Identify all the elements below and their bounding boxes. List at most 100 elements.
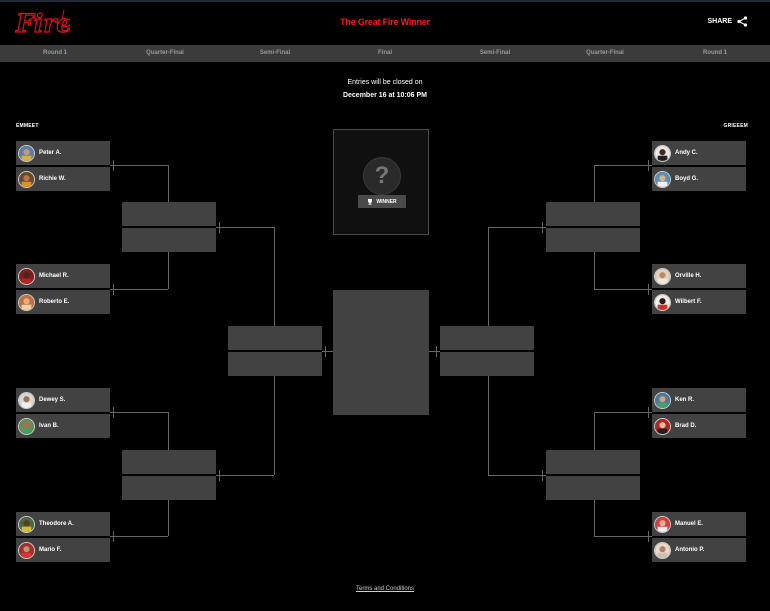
round-label-final: Final bbox=[377, 50, 392, 56]
player-slot[interactable]: Antonio P. bbox=[652, 538, 746, 562]
bracket-connector bbox=[274, 227, 275, 326]
player-name: Peter A. bbox=[39, 150, 62, 156]
bracket-connector bbox=[325, 346, 326, 357]
player-slot[interactable]: Ivan B. bbox=[16, 414, 110, 438]
quarterfinal-slot[interactable] bbox=[546, 450, 640, 474]
player-slot[interactable]: Ken R. bbox=[652, 388, 746, 412]
player-name: Richie W. bbox=[39, 176, 66, 182]
bracket-connector bbox=[542, 470, 543, 481]
bracket-connector bbox=[594, 500, 595, 536]
semifinal-slot[interactable] bbox=[228, 326, 322, 350]
player-avatar bbox=[18, 170, 35, 188]
player-avatar bbox=[654, 293, 671, 311]
bracket-connector bbox=[648, 284, 649, 295]
page-title: The Great Fire Winner bbox=[340, 17, 430, 27]
player-slot[interactable]: Brad D. bbox=[652, 414, 746, 438]
player-name: Wilbert F. bbox=[675, 299, 702, 305]
bracket-connector bbox=[110, 412, 168, 413]
closing-date: December 16 at 10:06 PM bbox=[342, 92, 428, 99]
bracket-connector bbox=[110, 536, 168, 537]
player-name: Orville H. bbox=[675, 273, 702, 279]
bracket-connector bbox=[219, 222, 220, 233]
terms-link[interactable]: Terms and Conditions bbox=[355, 586, 415, 592]
bracket-connector bbox=[594, 252, 595, 289]
bracket-connector bbox=[110, 165, 168, 166]
fire-logo[interactable]: Fire bbox=[14, 6, 70, 40]
team-left-label: EMMEET bbox=[16, 123, 39, 129]
semifinal-slot[interactable] bbox=[228, 352, 322, 376]
bracket-connector bbox=[110, 289, 168, 290]
player-slot[interactable]: Wilbert F. bbox=[652, 290, 746, 314]
player-name: Antonio P. bbox=[675, 547, 705, 553]
bracket-connector bbox=[274, 376, 275, 475]
player-name: Roberto E. bbox=[39, 299, 70, 305]
player-avatar bbox=[18, 144, 35, 162]
bracket-connector bbox=[168, 412, 169, 450]
team-right-label: GRIEEEM bbox=[723, 123, 748, 129]
closing-line: Entries will be closed on bbox=[347, 79, 423, 86]
round-label-sf-right: Semi-Final bbox=[479, 50, 511, 56]
player-name: Ken R. bbox=[675, 397, 695, 403]
player-slot[interactable]: Mario F. bbox=[16, 538, 110, 562]
player-name: Theodore A. bbox=[39, 521, 74, 527]
bracket-connector bbox=[113, 531, 114, 542]
bracket-connector bbox=[594, 536, 652, 537]
player-slot[interactable]: Michael R. bbox=[16, 264, 110, 288]
player-avatar bbox=[654, 170, 671, 188]
bracket-connector bbox=[488, 227, 546, 228]
bracket-connector bbox=[594, 412, 595, 450]
final-slot[interactable] bbox=[333, 290, 429, 415]
bracket-connector bbox=[594, 165, 652, 166]
player-slot[interactable]: Andy C. bbox=[652, 141, 746, 165]
round-label-sf-left: Semi-Final bbox=[259, 50, 291, 56]
bracket-connector bbox=[488, 227, 489, 326]
player-slot[interactable]: Roberto E. bbox=[16, 290, 110, 314]
bracket-connector bbox=[113, 160, 114, 171]
player-name: Mario F. bbox=[39, 547, 62, 553]
bracket-connector bbox=[216, 227, 274, 228]
player-avatar bbox=[18, 541, 35, 559]
logo-text: Fire bbox=[15, 9, 70, 38]
round-label-r1-right: Round 1 bbox=[703, 50, 727, 56]
winner-label: WINNER bbox=[376, 198, 397, 205]
player-slot[interactable]: Orville H. bbox=[652, 264, 746, 288]
player-slot[interactable]: Theodore A. bbox=[16, 512, 110, 536]
quarterfinal-slot[interactable] bbox=[122, 450, 216, 474]
player-slot[interactable]: Richie W. bbox=[16, 167, 110, 191]
bracket-connector bbox=[219, 470, 220, 481]
player-slot[interactable]: Peter A. bbox=[16, 141, 110, 165]
quarterfinal-slot[interactable] bbox=[122, 476, 216, 500]
winner-box: ? WINNER bbox=[333, 129, 429, 235]
quarterfinal-slot[interactable] bbox=[546, 476, 640, 500]
player-avatar bbox=[18, 391, 35, 409]
quarterfinal-slot[interactable] bbox=[122, 228, 216, 252]
quarterfinal-slot[interactable] bbox=[546, 228, 640, 252]
semifinal-slot[interactable] bbox=[440, 326, 534, 350]
bracket-connector bbox=[594, 165, 595, 202]
winner-badge: WINNER bbox=[358, 195, 406, 208]
share-button[interactable]: SHARE bbox=[707, 16, 748, 27]
quarterfinal-slot[interactable] bbox=[122, 202, 216, 226]
quarterfinal-slot[interactable] bbox=[546, 202, 640, 226]
player-name: Michael R. bbox=[39, 273, 69, 279]
player-avatar bbox=[18, 293, 35, 311]
round-bar: Round 1 Quarter-Final Semi-Final Final S… bbox=[0, 45, 770, 62]
bracket-connector bbox=[168, 500, 169, 536]
bracket-connector bbox=[594, 412, 652, 413]
player-slot[interactable]: Dewey S. bbox=[16, 388, 110, 412]
player-avatar bbox=[654, 267, 671, 285]
closing-info: Entries will be closed on December 16 at… bbox=[0, 76, 770, 102]
semifinal-slot[interactable] bbox=[440, 352, 534, 376]
player-slot[interactable]: Manuel E. bbox=[652, 512, 746, 536]
player-avatar bbox=[654, 515, 671, 533]
player-avatar bbox=[18, 267, 35, 285]
bracket-connector bbox=[488, 475, 546, 476]
round-label-qf-right: Quarter-Final bbox=[586, 50, 624, 56]
player-slot[interactable]: Boyd G. bbox=[652, 167, 746, 191]
round-label-r1-left: Round 1 bbox=[43, 50, 67, 56]
bracket-connector bbox=[436, 346, 437, 357]
player-avatar bbox=[654, 391, 671, 409]
player-name: Boyd G. bbox=[675, 176, 699, 182]
bracket-connector bbox=[168, 252, 169, 289]
bracket-connector bbox=[322, 351, 333, 352]
